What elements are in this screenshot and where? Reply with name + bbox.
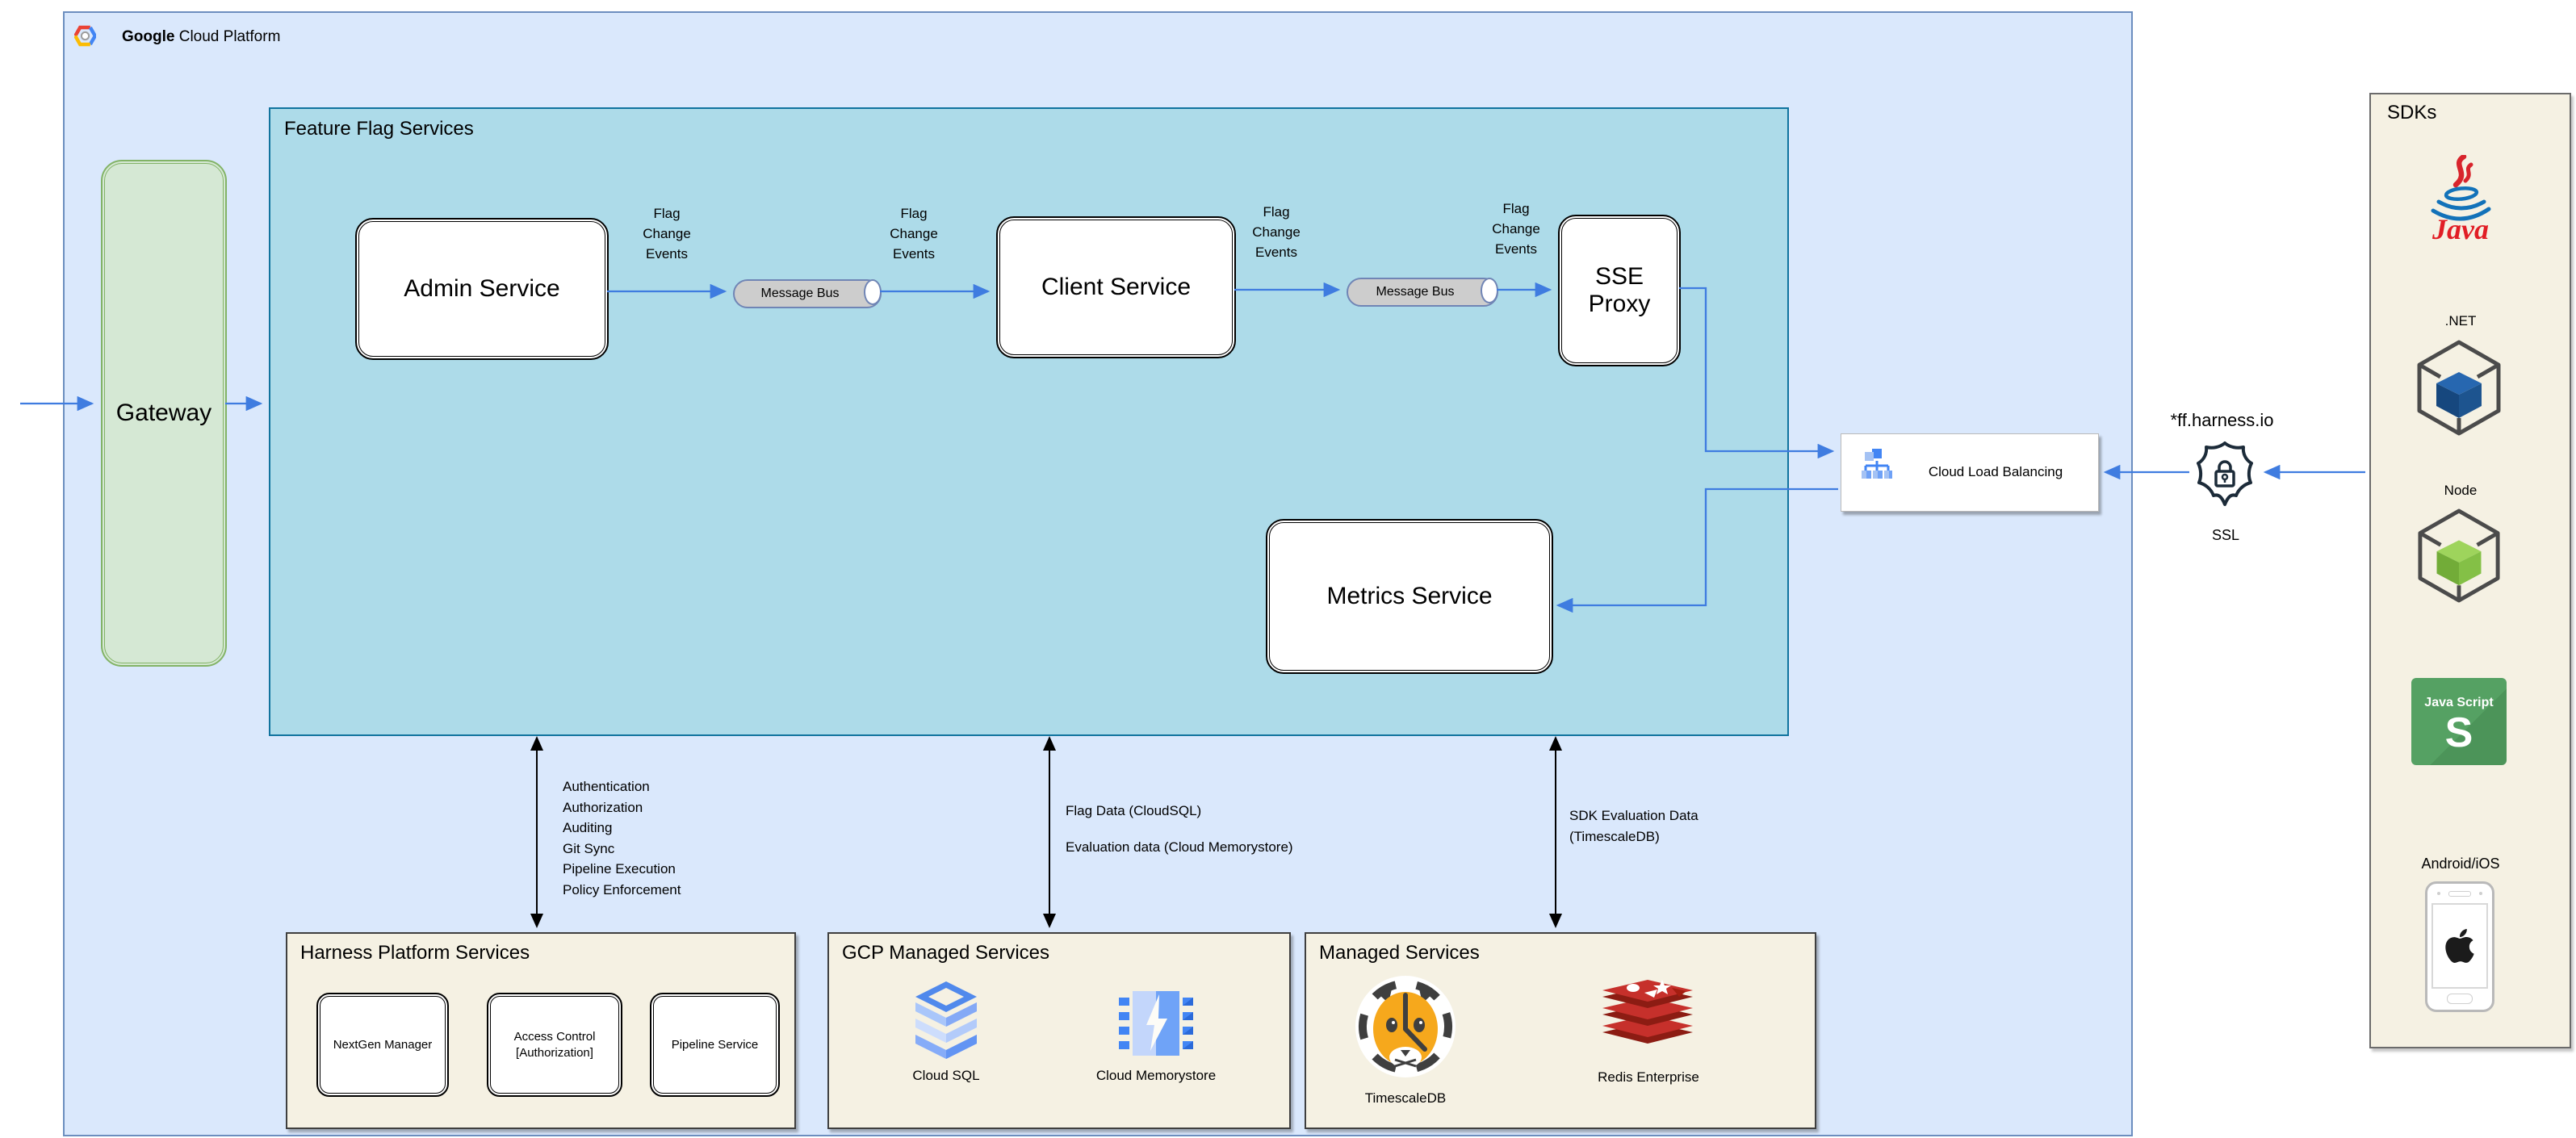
- java-label: Java: [2431, 213, 2489, 245]
- harness-platform-services-title: Harness Platform Services: [300, 942, 530, 964]
- sdks-title: SDKs: [2387, 102, 2437, 123]
- javascript-title: Java Script: [2424, 696, 2494, 709]
- access-control-node: Access Control [Authorization]: [487, 993, 622, 1097]
- flag-change-events-label-3: Flag Change Events: [1252, 204, 1301, 260]
- phone-home-button: [2447, 994, 2473, 1004]
- metrics-service-label: Metrics Service: [1326, 582, 1493, 609]
- gateway-node: Gateway: [101, 160, 227, 667]
- admin-service-label: Admin Service: [404, 274, 560, 302]
- android-ios-label: Android/iOS: [2421, 856, 2500, 872]
- access-control-label: Access Control [Authorization]: [513, 1030, 596, 1060]
- message-bus-1-cap: [864, 279, 882, 305]
- timescaledb-label: TimescaleDB: [1364, 1090, 1447, 1106]
- dotnet-label: .NET: [2444, 313, 2477, 328]
- node-label: Node: [2444, 483, 2478, 498]
- flag-data-annotation: Flag Data (CloudSQL): [1066, 803, 1202, 818]
- phone-camera-dot: [2437, 892, 2440, 895]
- phone-speaker: [2448, 891, 2471, 897]
- platform-capabilities-list: Authentication Authorization Auditing Gi…: [563, 776, 681, 900]
- logo-google: Google: [122, 28, 175, 45]
- cloud-sql-label: Cloud SQL: [912, 1068, 980, 1083]
- google-cloud-hexagon-icon: [74, 25, 96, 47]
- message-bus-2-label: Message Bus: [1376, 285, 1455, 299]
- flag-change-events-label-1: Flag Change Events: [643, 206, 691, 261]
- sse-proxy-node: SSE Proxy: [1558, 215, 1681, 366]
- cloud-memorystore-label: Cloud Memorystore: [1095, 1068, 1217, 1083]
- java-sdk-icon: Java: [2431, 155, 2491, 245]
- ssl-shield-lock-icon: [2197, 441, 2253, 506]
- feature-flag-services-title: Feature Flag Services: [284, 118, 474, 140]
- platform-capability: Git Sync: [563, 840, 615, 856]
- logo-cloud-platform: Cloud Platform: [178, 28, 281, 45]
- phone-sensor-dot: [2479, 892, 2482, 895]
- javascript-icon: Java Script S: [2411, 678, 2507, 765]
- pipeline-service-label: Pipeline Service: [671, 1037, 759, 1052]
- gcp-managed-services-title: GCP Managed Services: [842, 942, 1050, 964]
- dotnet-package-icon: [2417, 340, 2501, 436]
- admin-service-node: Admin Service: [355, 218, 609, 360]
- platform-capability: Authentication: [563, 779, 650, 794]
- pipeline-service-node: Pipeline Service: [650, 993, 780, 1097]
- javascript-letter: S: [2444, 709, 2473, 756]
- platform-capability: Pipeline Execution: [563, 861, 676, 877]
- platform-capability: Auditing: [563, 820, 613, 835]
- phone-screen: [2431, 903, 2488, 989]
- cloud-memorystore-icon: [1119, 991, 1193, 1056]
- apple-logo-icon: [2445, 929, 2474, 963]
- nextgen-manager-label: NextGen Manager: [333, 1037, 433, 1052]
- platform-capability: Policy Enforcement: [563, 881, 681, 897]
- node-package-icon: [2418, 508, 2500, 603]
- client-service-label: Client Service: [1041, 273, 1192, 300]
- ssl-label: SSL: [2211, 527, 2240, 543]
- sse-proxy-label: SSE Proxy: [1588, 262, 1651, 318]
- managed-services-title: Managed Services: [1319, 942, 1480, 964]
- message-bus-2-cap: [1481, 278, 1498, 303]
- redis-enterprise-label: Redis Enterprise: [1598, 1069, 1699, 1085]
- gcp-managed-services-panel: [827, 932, 1291, 1129]
- message-bus-2: Message Bus: [1347, 278, 1498, 307]
- sdk-evaluation-annotation: SDK Evaluation Data (TimescaleDB): [1569, 808, 1698, 844]
- metrics-service-node: Metrics Service: [1266, 519, 1553, 674]
- feature-flag-services-container: [269, 107, 1789, 736]
- cloud-load-balancing-card: [1841, 433, 2099, 512]
- message-bus-1: Message Bus: [733, 279, 882, 308]
- google-cloud-platform-label: Google Cloud Platform: [122, 28, 280, 46]
- cloud-sql-icon: [915, 981, 977, 1059]
- cloud-load-balancing-label: Cloud Load Balancing: [1928, 463, 2063, 479]
- cloud-load-balancing-icon: [1862, 449, 1892, 479]
- platform-capability: Authorization: [563, 799, 643, 815]
- flag-change-events-label-2: Flag Change Events: [890, 206, 938, 261]
- evaluation-data-annotation: Evaluation data (Cloud Memorystore): [1066, 839, 1293, 855]
- nextgen-manager-node: NextGen Manager: [316, 993, 449, 1097]
- flag-change-events-label-4: Flag Change Events: [1492, 201, 1540, 257]
- timescaledb-tiger-icon: [1355, 976, 1456, 1077]
- mobile-phone-icon: [2425, 881, 2494, 1012]
- redis-icon: [1602, 980, 1693, 1044]
- client-service-node: Client Service: [996, 216, 1236, 358]
- ff-harness-domain-label: *ff.harness.io: [2170, 410, 2274, 430]
- message-bus-1-label: Message Bus: [760, 287, 840, 300]
- gateway-label: Gateway: [115, 400, 212, 426]
